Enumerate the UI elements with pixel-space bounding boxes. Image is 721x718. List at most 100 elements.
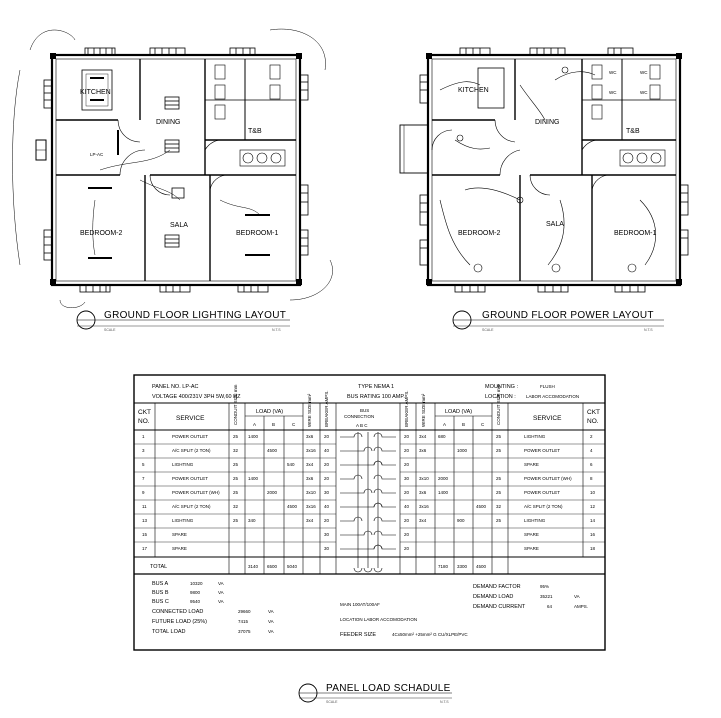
right-row-load-b: 1000: [457, 448, 468, 453]
ckt-no-header-left: CKT: [138, 409, 151, 416]
left-row-service: LIGHTING: [172, 462, 194, 467]
left-row-ckt: 5: [142, 462, 145, 467]
right-row-wire: 3x10: [419, 476, 429, 481]
left-row-service: SPARE: [172, 546, 187, 551]
right-row-conduit: 25: [496, 434, 502, 439]
total-right-c: 4500: [476, 564, 487, 569]
demand-factor-value: 95%: [540, 584, 549, 589]
right-row-service: SPARE: [524, 462, 539, 467]
mounting-value: FLUSH: [540, 384, 555, 389]
right-row-ckt: 18: [590, 546, 596, 551]
power-room-labels: KITCHEN DINING T&B SALA BEDROOM-2 BEDROO…: [458, 70, 657, 237]
power-dining-label: DINING: [535, 119, 560, 126]
lighting-kitchen-label: KITCHEN: [80, 89, 111, 96]
schedule-title-block: PANEL LOAD SCHADULE SCALE N.T.S: [298, 683, 452, 704]
panel-schedule-table: [133, 374, 606, 651]
ckt-no2-header-right: NO.: [587, 418, 599, 425]
bus-a-value: 10320: [190, 581, 203, 586]
right-row-wire: 3x6: [419, 490, 427, 495]
lighting-scale-value: N.T.S: [272, 328, 281, 332]
connected-load-unit: VA: [268, 609, 274, 614]
left-row-conduit: 25: [233, 434, 239, 439]
left-row-conduit: 25: [233, 518, 239, 523]
load-va-header-right: LOAD (VA): [445, 409, 472, 415]
total-left-c: 5040: [287, 564, 298, 569]
left-row-ckt: 3: [142, 448, 145, 453]
left-row-ckt: 11: [142, 504, 147, 509]
ckt-no-header-right: CKT: [587, 409, 600, 416]
right-row-service: SPARE: [524, 532, 539, 537]
schedule-scale-value: N.T.S: [440, 700, 449, 704]
left-row-conduit: 25: [233, 476, 239, 481]
bus-c-unit: VA: [218, 599, 224, 604]
right-row-load-a: 1400: [438, 490, 449, 495]
c-header-right: C: [481, 422, 485, 427]
bus-rating-text: BUS RATING 100 AMP.: [347, 394, 405, 400]
right-row-breaker: 20: [404, 532, 410, 537]
right-row-ckt: 4: [590, 448, 593, 453]
load-va-header-left: LOAD (VA): [256, 409, 283, 415]
right-row-wire: 3x4: [419, 434, 427, 439]
left-row-ckt: 15: [142, 532, 148, 537]
total-right-a: 7180: [438, 564, 449, 569]
lighting-sala-label: SALA: [170, 222, 188, 229]
bus-c-label: BUS C: [152, 599, 169, 605]
power-title-block: GROUND FLOOR POWER LAYOUT SCALE N.T.S: [452, 310, 664, 332]
right-row-breaker: 30: [404, 476, 410, 481]
bus-connection-header: CONNECTION: [344, 414, 374, 419]
conduit-header-right: CONDUIT SIZE mm: [496, 384, 501, 425]
right-row-conduit: 25: [496, 490, 502, 495]
power-floor-plan: [399, 47, 689, 293]
total-right-b: 3300: [457, 564, 468, 569]
right-row-service: SPARE: [524, 546, 539, 551]
left-row-breaker: 30: [324, 532, 330, 537]
mounting-label: MOUNTING :: [485, 384, 518, 390]
right-row-conduit: 32: [496, 504, 502, 509]
left-row-wire: 3x16: [306, 448, 316, 453]
right-row-wire: 3x4: [419, 518, 427, 523]
demand-load-unit: VA: [574, 594, 580, 599]
lighting-tb-label: T&B: [248, 128, 262, 135]
total-label: TOTAL: [150, 564, 167, 570]
bus-abc-header: A B C: [356, 423, 368, 428]
right-row-ckt: 16: [590, 532, 596, 537]
power-wc-label-1: WC: [609, 70, 617, 75]
left-row-ckt: 7: [142, 476, 145, 481]
schedule-scale-label: SCALE: [326, 700, 338, 704]
right-row-load-a: 680: [438, 434, 446, 439]
power-bedroom1-label: BEDROOM-1: [614, 230, 657, 237]
left-row-load-b: 2000: [267, 490, 278, 495]
schedule-summary: BUS A 10320 VA BUS B 9800 VA BUS C 9540 …: [152, 581, 588, 638]
schedule-header: PANEL NO. LP-AC VOLTAGE 400/231V 3PH 5W,…: [152, 384, 579, 400]
connected-load-value: 29660: [238, 609, 251, 614]
feeder-size-label: FEEDER SIZE: [340, 632, 376, 638]
future-load-unit: VA: [268, 619, 274, 624]
left-row-service: A/C SPLIT (2 TON): [172, 504, 211, 509]
power-tb-label: T&B: [626, 128, 640, 135]
left-row-load-b: 4500: [267, 448, 278, 453]
right-row-service: LIGHTING: [524, 518, 546, 523]
right-row-ckt: 8: [590, 476, 593, 481]
total-load-label: TOTAL LOAD: [152, 629, 186, 635]
power-sala-label: SALA: [546, 221, 564, 228]
bus-a-label: BUS A: [152, 581, 169, 587]
left-row-service: SPARE: [172, 532, 187, 537]
left-row-breaker: 40: [324, 448, 330, 453]
left-row-load-a: 1400: [248, 434, 259, 439]
right-row-breaker: 40: [404, 504, 410, 509]
power-wc-label-3: WC: [640, 70, 648, 75]
lighting-title-block: GROUND FLOOR LIGHTING LAYOUT SCALE N.T.S: [76, 310, 290, 332]
lighting-bedroom1-label: BEDROOM-1: [236, 230, 279, 237]
demand-factor-label: DEMAND FACTOR: [473, 584, 521, 590]
future-load-label: FUTURE LOAD (25%): [152, 619, 207, 625]
total-left-b: 6500: [267, 564, 278, 569]
a-header-right: A: [443, 422, 446, 427]
left-row-ckt: 1: [142, 434, 145, 439]
ckt-no2-header-left: NO.: [138, 418, 150, 425]
power-wc-label-2: WC: [609, 90, 617, 95]
location-value: LABOR ACCOMODATION: [526, 394, 579, 399]
left-row-service: LIGHTING: [172, 518, 194, 523]
left-row-wire: 3x16: [306, 504, 316, 509]
